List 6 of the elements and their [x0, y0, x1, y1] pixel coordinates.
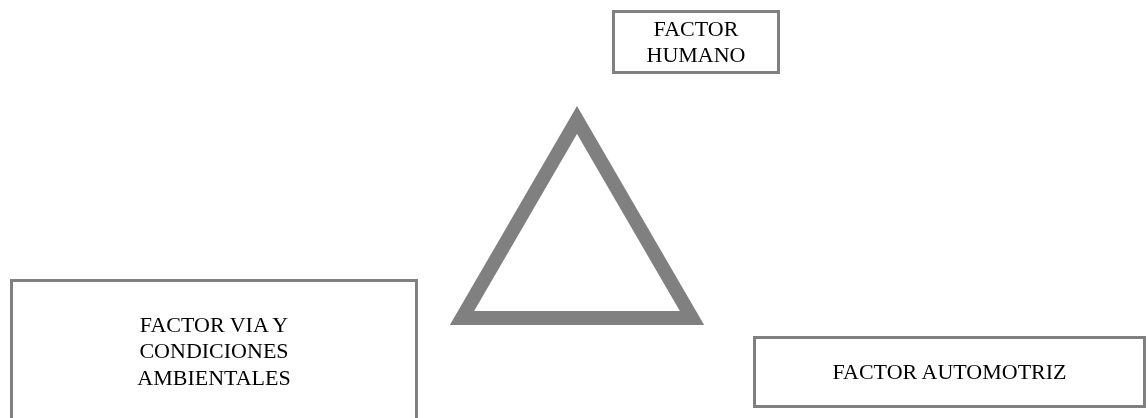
factor-box [10, 279, 418, 418]
factor-box [612, 10, 780, 74]
factor-label: FACTOR AUTOMOTRIZ [832, 358, 1067, 386]
factor-label: FACTOR VIA Y CONDICIONES AMBIENTALES [136, 312, 292, 392]
factor-box [753, 336, 1146, 408]
factor-label: FACTOR HUMANO [645, 15, 747, 69]
